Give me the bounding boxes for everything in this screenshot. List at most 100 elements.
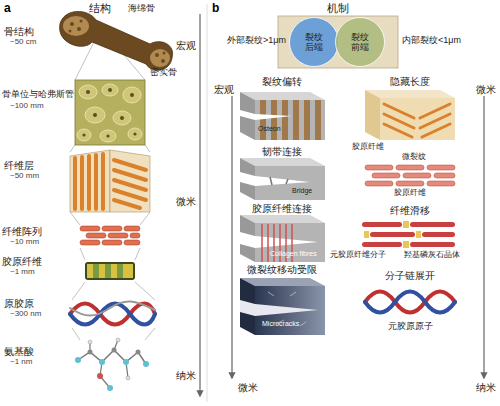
scale-arrow-part [231, 96, 232, 378]
fiber-array-illustration-part [80, 240, 100, 245]
fibril-sliding-illustration-part [422, 232, 455, 237]
collagen-fiber-illustration [85, 262, 135, 280]
amino-acid-molecule-part [123, 359, 129, 365]
fibril-sliding-illustration-part [403, 241, 409, 248]
text-label: 微裂纹 [402, 153, 426, 162]
zoom-lines-part [145, 328, 155, 340]
collagen-fiber-illustration-part [111, 264, 117, 278]
text-label: 分子链展开 [385, 270, 435, 281]
text-label: ~100 mm [10, 102, 44, 111]
node-text: 裂纹后端 [304, 32, 324, 53]
text-label: 纳米 [176, 370, 196, 381]
crack-deflection-illustration-part [240, 110, 292, 120]
crack-zone-circle: 裂纹后端 [289, 17, 339, 67]
text-label: 结构 [89, 2, 111, 14]
text-label: 微米 [238, 382, 258, 393]
text-label: 胶原纤维 [394, 189, 426, 198]
scale-arrow-part [199, 14, 200, 396]
text-label: 内部裂纹<1μm [402, 36, 461, 46]
text-label: Bridge [292, 187, 312, 195]
bone-illustration-part [155, 53, 159, 57]
microcrack-illustration-part-part [268, 292, 274, 296]
bone-illustration-part [80, 20, 83, 23]
fibril-sliding-illustration-part [410, 242, 455, 247]
zoom-lines-part [135, 282, 155, 300]
text-label: 纤维层 [4, 160, 34, 171]
osteon-illustration-part [93, 113, 97, 117]
hidden-length-illustration-part [380, 98, 455, 140]
fiber-layer-illustration-part-part [94, 155, 98, 209]
fibril-sliding-illustration-part [416, 231, 421, 238]
crack-deflection-illustration-part [282, 100, 288, 140]
text-label: 羟基磷灰石晶体 [404, 251, 460, 260]
amino-acid-molecule-part [126, 376, 130, 380]
fiber-layer-illustration-part-part [114, 200, 140, 208]
fiber-array-illustration-part [102, 240, 122, 245]
fibril-strip-illustration-part [427, 165, 455, 170]
amino-acid-molecule-part [136, 350, 141, 355]
crack-deflection-illustration-part [293, 100, 299, 140]
collagen-fiber-illustration-part [87, 264, 93, 278]
zoom-lines-part [70, 212, 80, 225]
panel-divider [207, 4, 208, 402]
osteon-illustration-part [120, 116, 124, 120]
text-label: 密实骨 [150, 68, 177, 78]
amino-acid-molecule-part [78, 350, 146, 364]
fibril-strip-illustration-part [396, 181, 424, 186]
crack-deflection-illustration-part [271, 100, 277, 140]
bone-illustration-part [70, 22, 74, 26]
amino-acid-molecule-part [99, 359, 105, 365]
osteon-illustration-part [123, 87, 141, 103]
crack-deflection-illustration-part [255, 100, 325, 140]
fiber-layer-illustration [70, 150, 150, 212]
fibril-strip-illustration-part [396, 165, 424, 170]
osteon-illustration-part [108, 88, 112, 92]
text-label: 海绵骨 [128, 4, 155, 14]
crack-zone-band-part [278, 16, 398, 68]
crack-deflection-illustration [240, 92, 325, 140]
hidden-length-illustration-part [365, 90, 380, 140]
fiber-layer-illustration-part-part [114, 180, 146, 190]
text-label: 纤维滑移 [390, 205, 430, 216]
text-label: 微裂纹移动受限 [247, 264, 317, 275]
osteon-illustration-part [77, 129, 91, 141]
fiber-layer-illustration-part-part [114, 170, 146, 180]
fibril-strip-illustration-part [365, 181, 393, 186]
microcrack-illustration-part-part [300, 322, 306, 326]
text-label: 胶原纤维 [352, 143, 384, 152]
text-label: 氨基酸 [4, 346, 34, 357]
osteon-illustration-part [100, 130, 116, 142]
circle-fill [290, 18, 339, 67]
osteon-illustration-part [106, 134, 109, 137]
text-label: ~50 cm [10, 38, 36, 47]
text-label: 胶原纤维连接 [252, 203, 312, 214]
fiber-layer-illustration-part-part [80, 157, 84, 209]
zoom-lines-part [70, 145, 75, 152]
fibril-strip-illustration-part [403, 173, 431, 178]
text-label: 微米 [476, 84, 496, 95]
text-label: 胶原纤维 [2, 256, 42, 267]
osteon-illustration-part [79, 85, 97, 99]
text-label: ~10 mm [10, 238, 39, 247]
zoom-lines-part [140, 212, 150, 225]
text-label: 宏观 [214, 84, 234, 95]
crack-deflection-illustration-part [315, 100, 321, 140]
collagen-fiber-illustration-part [105, 264, 111, 278]
fiber-layer-illustration-part-part [114, 190, 146, 200]
hidden-length-illustration-part [384, 104, 450, 137]
fiber-layer-illustration-part-part [101, 154, 105, 209]
hidden-length-illustration-part-part [384, 124, 412, 137]
fibril-sliding-illustration-part [410, 222, 455, 227]
bone-illustration-part [77, 27, 81, 31]
bone-illustration-part [63, 16, 89, 36]
fibril-strip-illustration-part [427, 181, 455, 186]
amino-acid-molecule-part [88, 340, 92, 344]
text-label: 机制 [327, 2, 349, 14]
osteon-illustration [75, 80, 145, 145]
collagen-fiber-illustration-part [117, 264, 123, 278]
panel-divider-part [207, 4, 208, 402]
text-label: 元胶原纤维分子 [330, 251, 386, 260]
bridge-illustration-part [270, 177, 272, 185]
text-label: 宏观 [176, 40, 196, 51]
